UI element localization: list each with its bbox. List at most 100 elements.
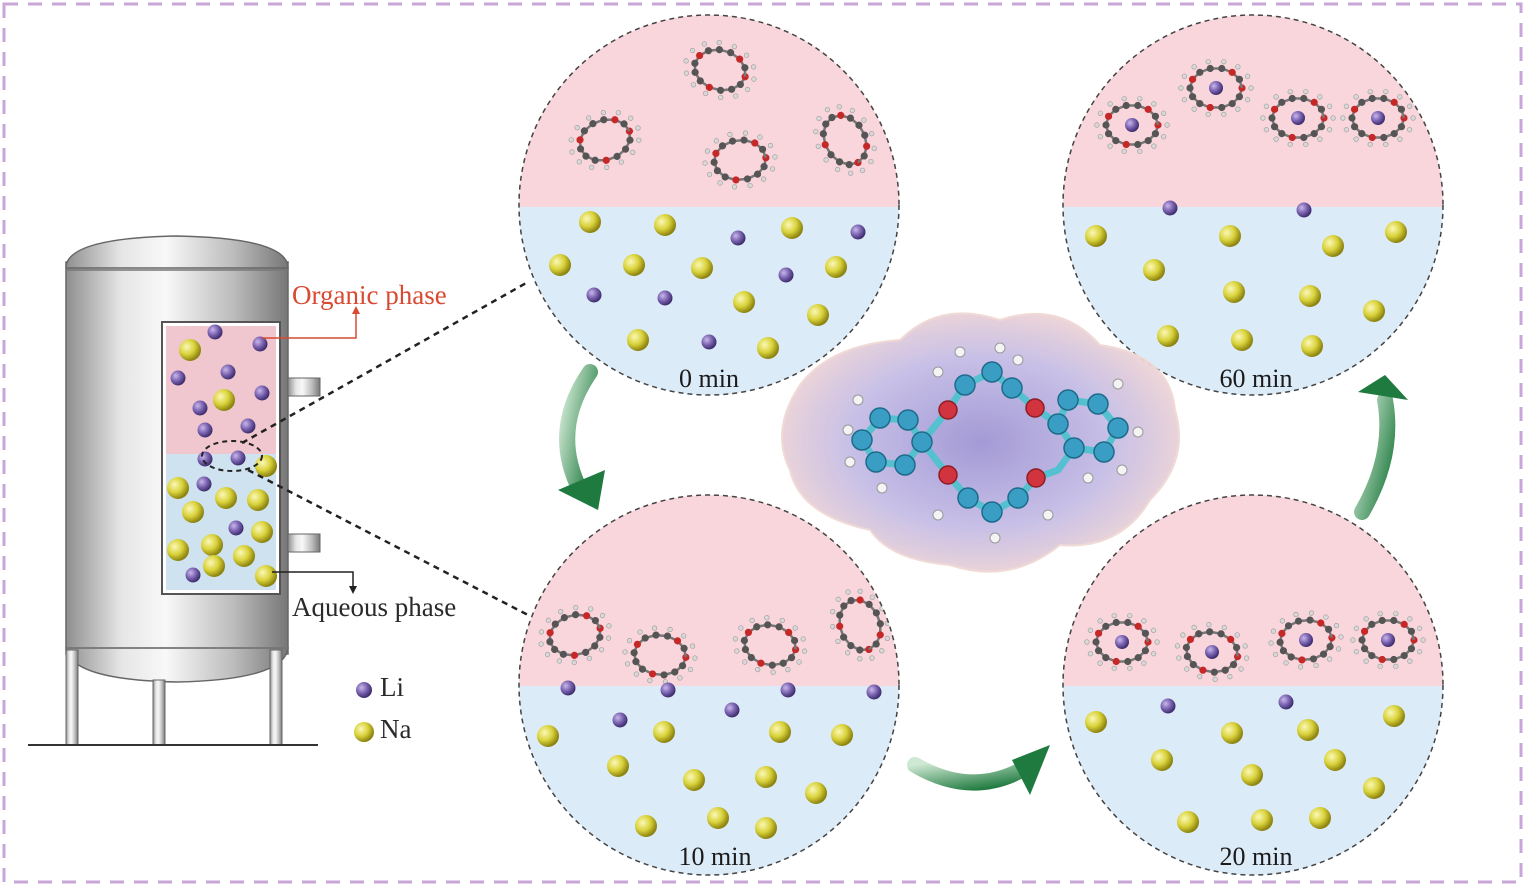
- na-ion: [831, 724, 853, 746]
- crown-ether-molecule: [781, 312, 1181, 573]
- crown-ether: [732, 615, 808, 675]
- li-ion: [252, 336, 268, 352]
- na-ion: [213, 389, 235, 411]
- zoom-line-bottom: [247, 468, 529, 617]
- na-ion: [201, 534, 223, 556]
- na-ion: [654, 214, 676, 236]
- na-ion: [1383, 705, 1405, 727]
- crown-ether: [702, 130, 778, 190]
- li-ion: [170, 370, 186, 386]
- na-ion: [733, 291, 755, 313]
- li-ion: [586, 287, 602, 303]
- li-ion: [1160, 698, 1176, 714]
- na-ion: [1157, 325, 1179, 347]
- li-ion: [220, 364, 236, 380]
- li-ion: [197, 422, 213, 438]
- na-ion: [1221, 722, 1243, 744]
- na-ion: [627, 329, 649, 351]
- li-ion: [1296, 202, 1312, 218]
- panel-0min: [519, 15, 899, 395]
- li-ion: [228, 520, 244, 536]
- na-ion: [247, 489, 269, 511]
- arrow-10-to-20: [907, 745, 1050, 795]
- crown-ether: [1340, 89, 1416, 147]
- na-ion: [1385, 221, 1407, 243]
- na-ion: [1299, 285, 1321, 307]
- legend-na-label: Na: [380, 714, 412, 744]
- crown-ether: [538, 604, 612, 666]
- panel-time-0: 0 min: [679, 364, 739, 393]
- crown-ether: [1084, 613, 1160, 671]
- na-ion: [549, 254, 571, 276]
- crown-ether: [1260, 89, 1336, 147]
- na-ion: [607, 755, 629, 777]
- na-ion: [1301, 335, 1323, 357]
- na-ion: [1309, 807, 1331, 829]
- na-ion: [1231, 329, 1253, 351]
- panel-20min: [1063, 495, 1443, 875]
- organic-pointer: [262, 312, 357, 339]
- na-ion: [1223, 281, 1245, 303]
- na-ion: [537, 725, 559, 747]
- li-ion: [612, 712, 628, 728]
- arrow-20-to-60: [1354, 375, 1408, 520]
- na-ion: [182, 501, 204, 523]
- na-ion: [1363, 300, 1385, 322]
- li-ion: [240, 418, 256, 434]
- li-ion: [730, 230, 746, 246]
- na-ion: [251, 521, 273, 543]
- arrow-0-to-10: [558, 364, 605, 510]
- na-ion: [255, 455, 277, 477]
- na-ion: [1085, 711, 1107, 733]
- na-ion: [683, 769, 705, 791]
- li-ion: [1162, 200, 1178, 216]
- na-ion: [691, 257, 713, 279]
- crown-ether: [1268, 610, 1344, 670]
- crown-ether: [829, 588, 891, 662]
- panel-time-60: 60 min: [1219, 364, 1293, 393]
- na-ion: [1151, 749, 1173, 771]
- li-ion: [207, 324, 223, 340]
- na-ion: [755, 766, 777, 788]
- na-ion: [179, 339, 201, 361]
- organic-phase-label: Organic phase: [292, 280, 447, 310]
- li-ion: [657, 290, 673, 306]
- crown-ether: [683, 39, 757, 101]
- li-ion: [866, 684, 882, 700]
- na-ion: [255, 565, 277, 587]
- na-ion: [215, 487, 237, 509]
- na-ion: [653, 721, 675, 743]
- crown-ether: [568, 109, 642, 171]
- na-ion: [1085, 225, 1107, 247]
- legend-li-label: Li: [380, 672, 404, 702]
- na-ion: [1251, 809, 1273, 831]
- legend-li-ball: [356, 682, 372, 698]
- panel-time-20: 20 min: [1219, 842, 1293, 871]
- crown-ether: [1174, 622, 1250, 682]
- li-ion: [254, 385, 270, 401]
- na-ion: [769, 721, 791, 743]
- na-ion: [825, 256, 847, 278]
- na-ion: [757, 337, 779, 359]
- li-ion: [230, 450, 246, 466]
- na-ion: [1241, 764, 1263, 786]
- crown-ether: [1094, 96, 1170, 154]
- na-ion: [167, 477, 189, 499]
- li-ion: [1278, 694, 1294, 710]
- na-ion: [635, 815, 657, 837]
- li-ion: [560, 680, 576, 696]
- li-ion: [724, 702, 740, 718]
- crown-ether: [622, 625, 698, 685]
- li-ion: [196, 476, 212, 492]
- li-ion: [780, 682, 796, 698]
- crown-ether: [1350, 611, 1426, 669]
- li-ion: [197, 451, 213, 467]
- aqueous-phase-label: Aqueous phase: [292, 592, 457, 622]
- legend-na-ball: [354, 722, 374, 742]
- na-ion: [1177, 811, 1199, 833]
- na-ion: [755, 817, 777, 839]
- na-ion: [805, 782, 827, 804]
